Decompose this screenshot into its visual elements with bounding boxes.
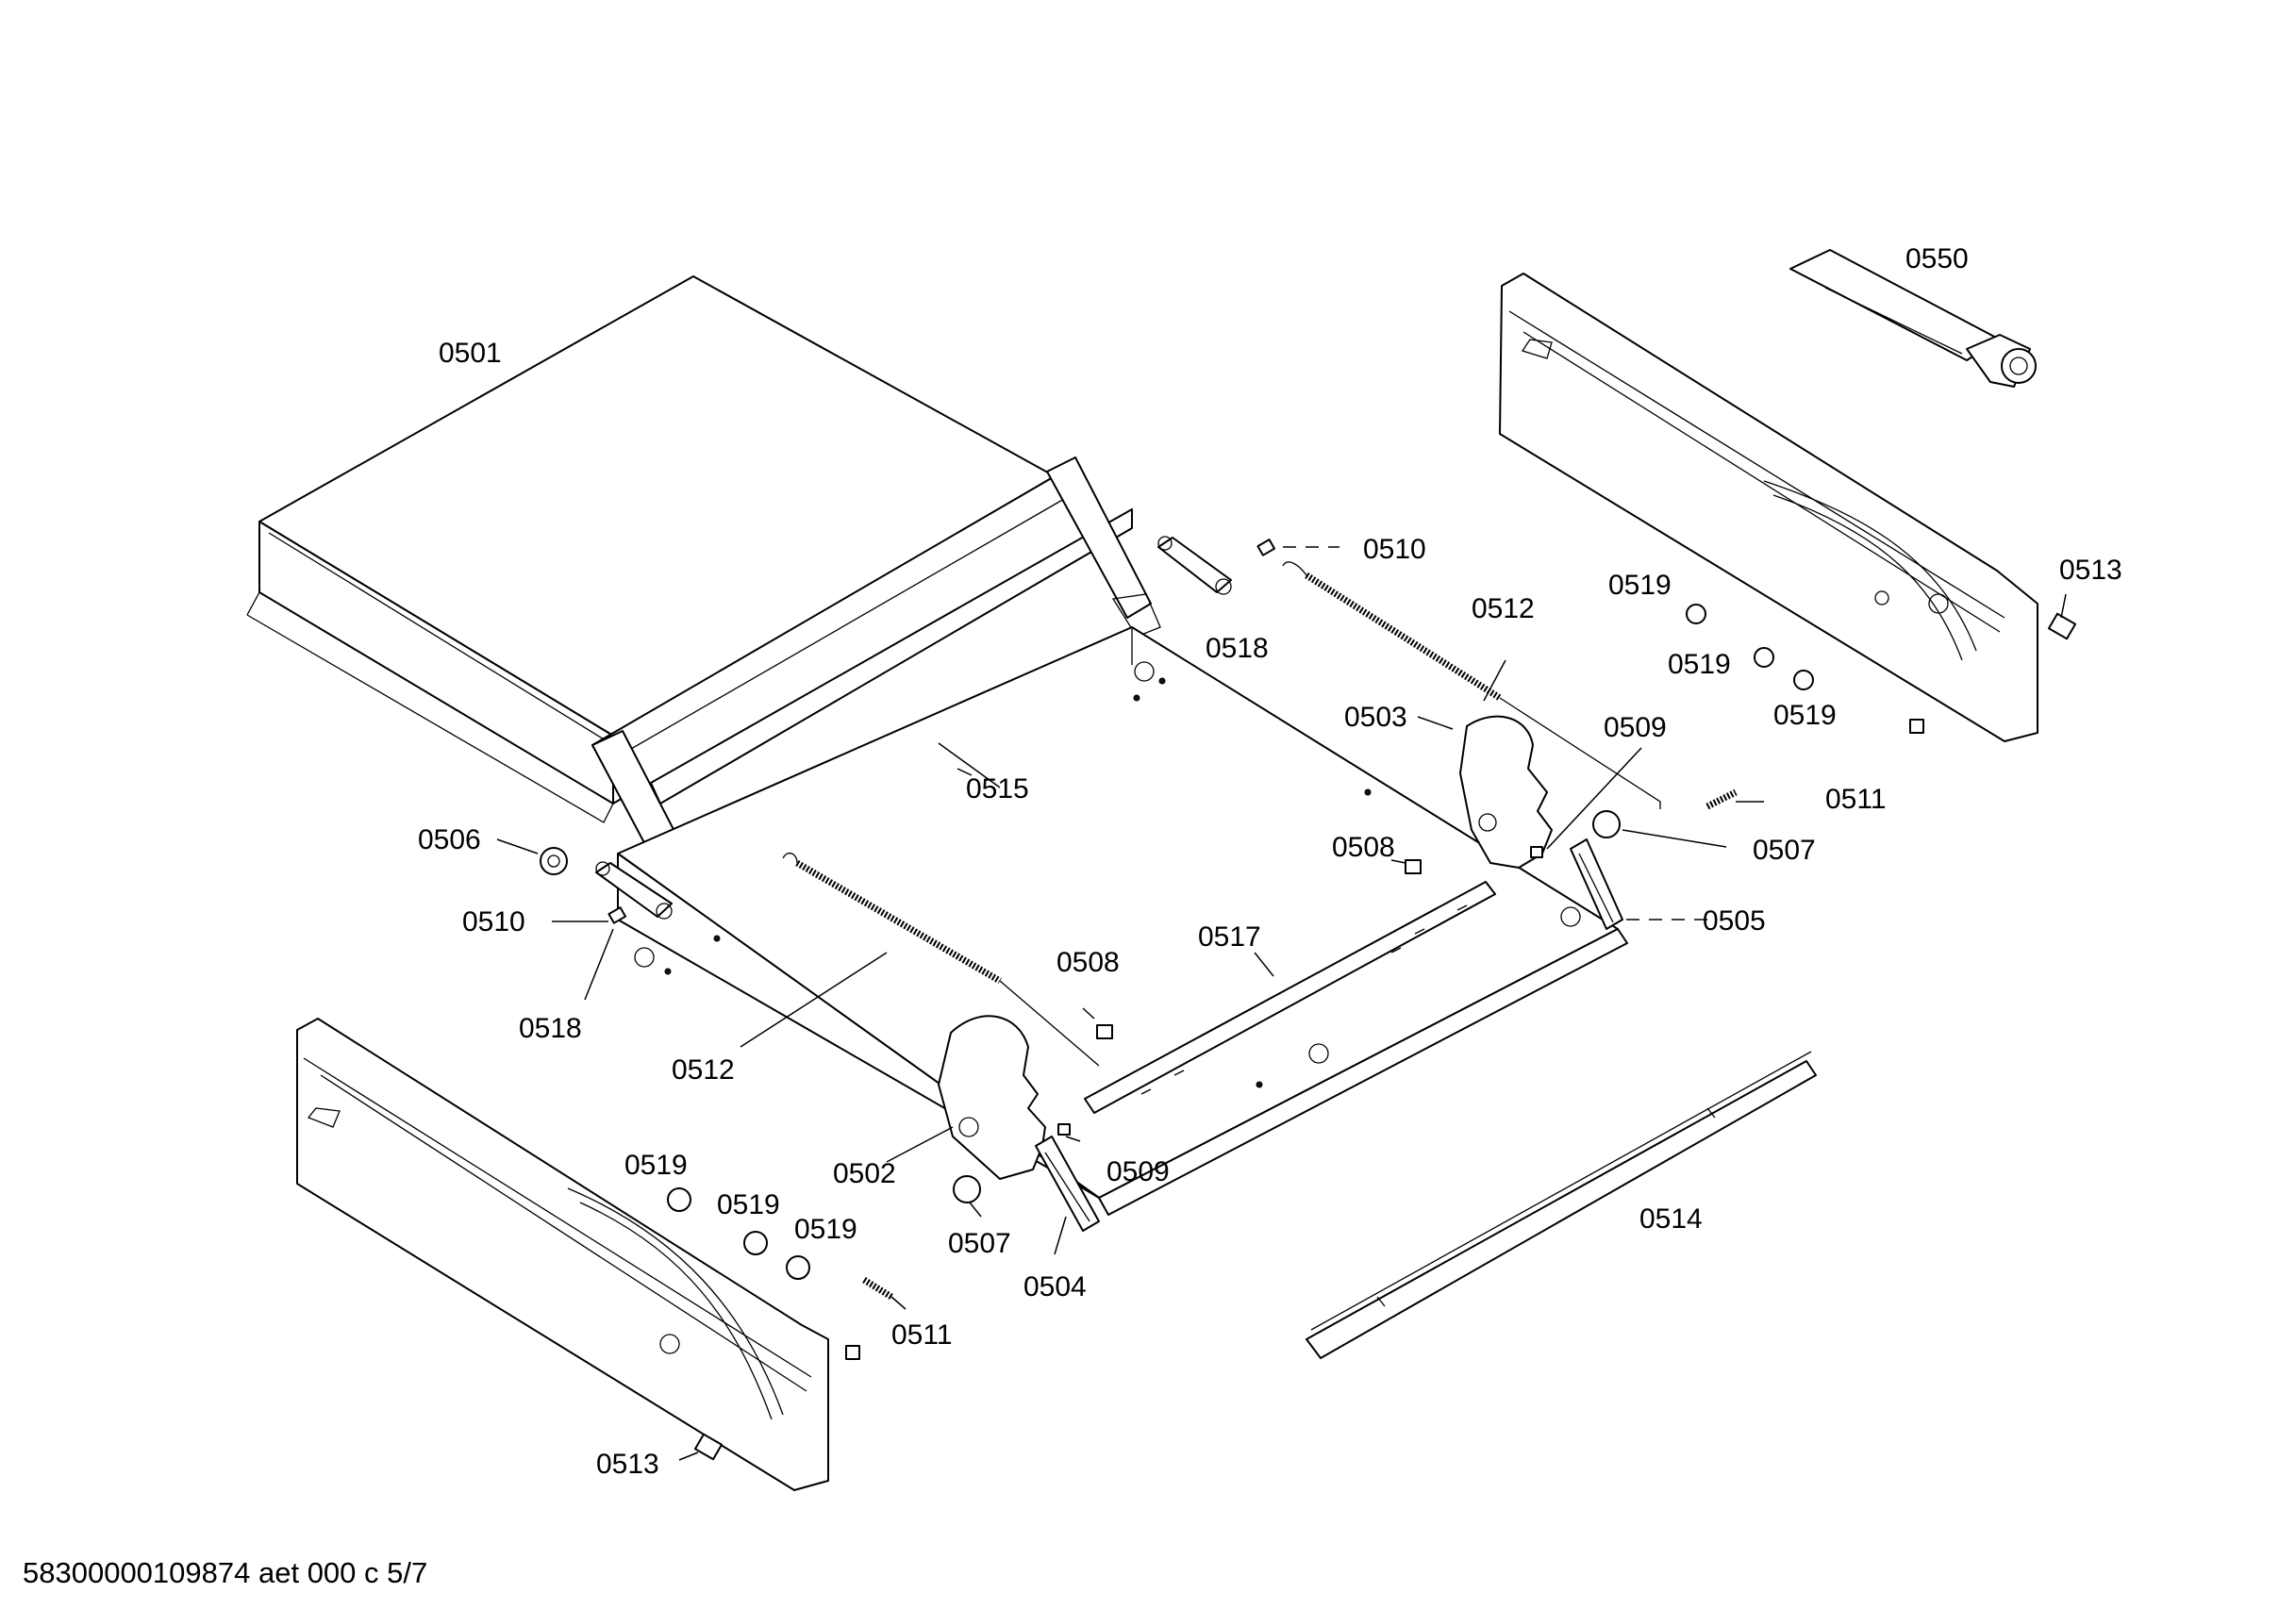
- label-0508-top: 0508: [1332, 832, 1395, 863]
- label-0508-bottom: 0508: [1056, 947, 1120, 978]
- label-0517: 0517: [1198, 921, 1261, 953]
- spring-back: [1282, 561, 1661, 809]
- leader-lines: [496, 546, 2067, 1461]
- sector-plate-front: [938, 1015, 1046, 1180]
- small-fasteners: [540, 539, 2077, 1461]
- label-0518-bottom: 0518: [519, 1013, 582, 1044]
- link-bar-front: [595, 861, 673, 920]
- label-0513-right: 0513: [2059, 555, 2122, 586]
- label-0513-left: 0513: [596, 1449, 659, 1480]
- label-0510-top: 0510: [1363, 534, 1426, 565]
- lever-arm-front: [1035, 1136, 1100, 1232]
- label-0550: 0550: [1905, 243, 1969, 274]
- label-0519-left-right: 0519: [794, 1214, 857, 1245]
- label-0509-top: 0509: [1604, 712, 1667, 743]
- label-0504: 0504: [1023, 1271, 1087, 1302]
- sector-plate-back: [1459, 715, 1553, 869]
- label-0511-right: 0511: [1825, 784, 1887, 815]
- label-0519-mid-left: 0519: [1668, 649, 1731, 680]
- label-0512-bottom: 0512: [672, 1054, 735, 1086]
- label-0509-bottom: 0509: [1106, 1156, 1170, 1187]
- light-tube-part: [1789, 249, 2037, 388]
- label-0510-left: 0510: [462, 906, 525, 937]
- hinge-arm-assembly: [591, 456, 1161, 892]
- label-0515: 0515: [966, 773, 1029, 804]
- label-0519-left-mid: 0519: [717, 1189, 780, 1220]
- label-0511-bottom: 0511: [891, 1319, 953, 1351]
- document-footer: 58300000109874 aet 000 c 5/7: [23, 1556, 428, 1589]
- label-0519-left-top: 0519: [624, 1150, 688, 1181]
- label-0519-top: 0519: [1608, 570, 1672, 601]
- label-0512-top: 0512: [1472, 593, 1535, 624]
- label-0507-right: 0507: [1753, 835, 1816, 866]
- label-0502: 0502: [833, 1158, 896, 1189]
- right-side-panel: [1499, 273, 2038, 742]
- label-0518-top: 0518: [1206, 633, 1269, 664]
- link-bar-back: [1157, 536, 1232, 595]
- label-0505: 0505: [1703, 905, 1766, 937]
- spring-front: [782, 852, 1100, 1067]
- label-0501: 0501: [439, 338, 502, 369]
- label-0503: 0503: [1344, 702, 1407, 733]
- label-0514: 0514: [1639, 1203, 1703, 1235]
- label-0506: 0506: [418, 824, 481, 855]
- left-side-panel: [296, 1018, 829, 1491]
- label-0507-bottom: 0507: [948, 1228, 1011, 1259]
- lever-arm-back: [1570, 838, 1623, 930]
- part-labels: 0501 0550 0510 0512 0519 0513 0518 0519 …: [418, 243, 2122, 1480]
- label-0519-mid-right: 0519: [1773, 700, 1837, 731]
- front-rail-part: [1306, 1051, 1817, 1359]
- slide-rail-part: [1084, 881, 1496, 1114]
